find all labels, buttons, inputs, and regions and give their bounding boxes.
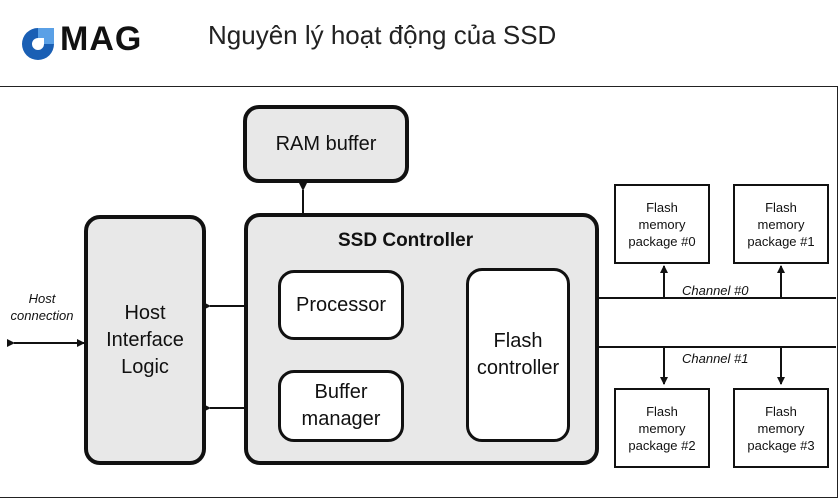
flash-controller-label: Flash controller	[476, 330, 560, 379]
channel-0-label: Channel #0	[682, 283, 749, 298]
flash-package-1: Flash memory package #1	[733, 184, 829, 264]
buffer-manager-label: Buffer manager	[301, 381, 381, 430]
flash-package-2: Flash memory package #2	[614, 388, 710, 468]
page-title: Nguyên lý hoạt động của SSD	[208, 20, 557, 50]
ram-buffer-box: RAM buffer	[243, 105, 409, 183]
ssd-controller-label: SSD Controller	[338, 230, 474, 251]
host-interface-box: Host Interface Logic	[84, 215, 206, 465]
buffer-manager-box: Buffer manager	[278, 370, 404, 442]
logo-icon	[22, 28, 54, 60]
diagram-frame	[0, 86, 838, 498]
flash-package-0: Flash memory package #0	[614, 184, 710, 264]
logo: MAG	[18, 20, 158, 68]
channel-1-label: Channel #1	[682, 351, 749, 366]
host-connection-label: Host connection	[10, 291, 74, 323]
flash-controller-box: Flash controller	[466, 268, 570, 442]
processor-label: Processor	[295, 293, 387, 316]
processor-box: Processor	[278, 270, 404, 340]
logo-text: MAG	[60, 20, 143, 58]
host-interface-label: Host Interface Logic	[106, 301, 184, 378]
ram-buffer-label: RAM buffer	[275, 132, 377, 155]
flash-package-3: Flash memory package #3	[733, 388, 829, 468]
